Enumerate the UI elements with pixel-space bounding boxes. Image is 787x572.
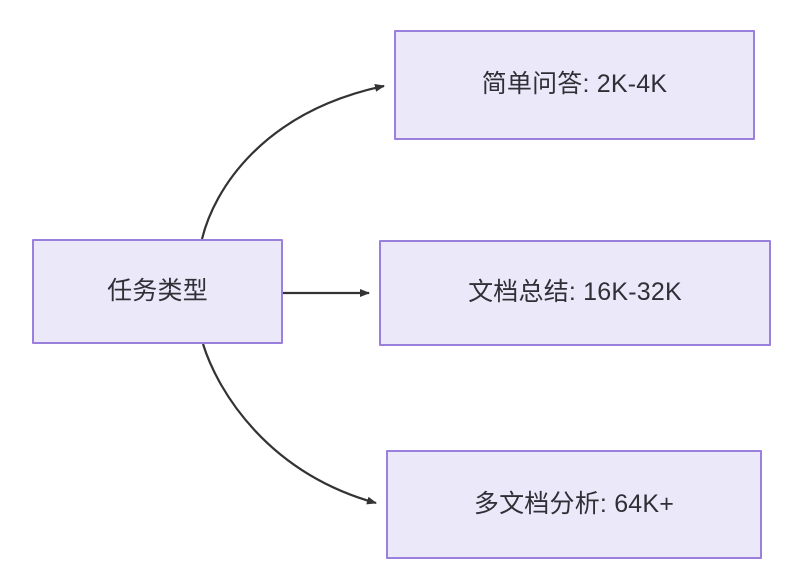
node-label: 文档总结: 16K-32K bbox=[468, 278, 682, 307]
node-doc-summary[interactable]: 文档总结: 16K-32K bbox=[379, 240, 771, 346]
edge-root-to-simple-qa bbox=[200, 83, 385, 240]
node-label: 多文档分析: 64K+ bbox=[473, 489, 675, 518]
edge-root-to-multi-doc bbox=[201, 343, 377, 505]
node-multi-doc-analysis[interactable]: 多文档分析: 64K+ bbox=[386, 450, 762, 559]
node-label: 任务类型 bbox=[107, 276, 208, 305]
node-task-type-root[interactable]: 任务类型 bbox=[32, 239, 283, 344]
node-simple-qa[interactable]: 简单问答: 2K-4K bbox=[394, 30, 755, 140]
node-label: 简单问答: 2K-4K bbox=[481, 70, 668, 99]
